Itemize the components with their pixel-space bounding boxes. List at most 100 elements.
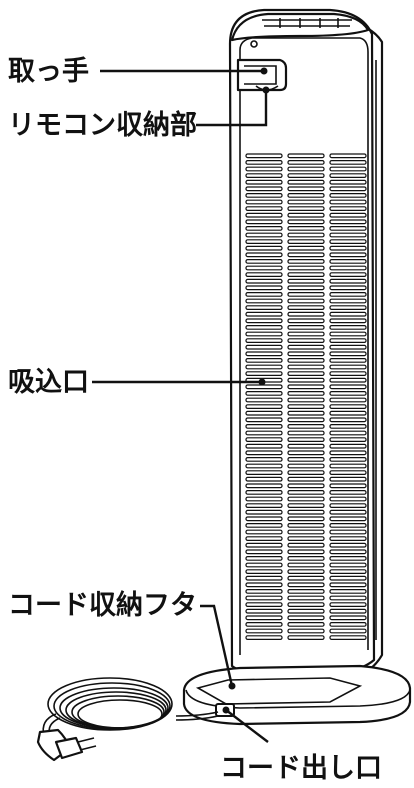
grille-slat (287, 226, 325, 231)
grille-slat (287, 272, 325, 277)
grille-slat (329, 575, 367, 581)
grille-slat (287, 463, 325, 469)
grille-slat (329, 311, 367, 317)
grille-slat (329, 588, 367, 594)
grille-slat (329, 338, 367, 343)
grille-slat (287, 186, 325, 192)
grille-slat (329, 602, 367, 607)
grille-slat (329, 305, 367, 310)
grille-slat (287, 292, 325, 297)
grille-slat (329, 265, 367, 271)
grille-slat (329, 199, 367, 205)
grille-slat (329, 377, 367, 383)
grille-slat (287, 338, 325, 343)
grille-slat (245, 179, 283, 185)
grille-slat (245, 193, 283, 198)
grille-slat (329, 239, 367, 245)
grille-slat (245, 364, 283, 370)
grille-slat (245, 410, 283, 416)
grille-slat (245, 371, 283, 376)
grille-slat (245, 575, 283, 581)
grille-slat (329, 621, 367, 627)
grille-slat (329, 252, 367, 258)
grille-slat (329, 232, 367, 238)
grille-slat (287, 621, 325, 627)
grille-slat (329, 364, 367, 370)
grille-slat (287, 476, 325, 482)
grille-slat (329, 410, 367, 416)
leader-remote-storage (196, 90, 268, 127)
grille-slat (329, 344, 367, 350)
grille-slat (329, 483, 367, 489)
grille-slat (329, 569, 367, 574)
grille-slat (245, 430, 283, 436)
grille-slat (287, 437, 325, 442)
grille-slat (329, 450, 367, 456)
grille-slat (245, 278, 283, 284)
grille-slat (287, 364, 325, 370)
grille-slat (245, 285, 283, 291)
grille-slat (329, 186, 367, 192)
grille-slat (245, 259, 283, 264)
top-control-strip (262, 18, 352, 28)
grille-slat (287, 245, 325, 251)
grille-slat (245, 621, 283, 627)
grille-slat (287, 265, 325, 271)
grille-slat (287, 278, 325, 284)
grille-slat (287, 417, 325, 423)
grille-slat (329, 285, 367, 291)
grille-slat (287, 457, 325, 462)
power-plug-icon (36, 728, 97, 762)
grille-slat (245, 529, 283, 535)
grille-slat (329, 318, 367, 324)
grille-slat (329, 179, 367, 185)
grille-slat (287, 331, 325, 337)
grille-slat (287, 490, 325, 495)
grille-slat (287, 410, 325, 416)
heater-base (182, 664, 412, 726)
grille-slat (287, 516, 325, 522)
grille-slat (287, 153, 325, 159)
grille-slat (245, 490, 283, 495)
grille-slat (287, 384, 325, 390)
label-air-intake: 吸込口 (8, 367, 89, 398)
grille-slat (287, 470, 325, 475)
grille-slat (245, 602, 283, 607)
grille-slat (329, 153, 367, 159)
grille-slat (287, 430, 325, 436)
grille-slat (287, 569, 325, 574)
grille-slat (329, 298, 367, 304)
grille-slat (287, 575, 325, 581)
grille-slat (329, 351, 367, 357)
grille-slat (329, 437, 367, 442)
grille-slat (329, 476, 367, 482)
grille-slat (245, 252, 283, 258)
grille-slat (245, 226, 283, 231)
grille-slat (245, 173, 283, 179)
grille-slat (245, 311, 283, 317)
grille-slat (245, 325, 283, 330)
grille-slat (287, 496, 325, 502)
grille-slat (329, 292, 367, 297)
grille-slat (287, 206, 325, 212)
grille-slat (287, 391, 325, 396)
grille-slat (287, 193, 325, 198)
grille-slat (245, 503, 283, 508)
grille-slat (329, 608, 367, 614)
callout-handle: 取っ手 (8, 56, 268, 87)
grille-slat (287, 450, 325, 456)
grille-slat (245, 628, 283, 634)
grille-slat (245, 397, 283, 403)
grille-slat (287, 173, 325, 179)
leader-handle-dot (260, 67, 268, 75)
grille-slat (245, 391, 283, 396)
grille-slat (245, 219, 283, 225)
grille-slat (329, 259, 367, 264)
grille-slat (329, 397, 367, 403)
grille-slat (329, 496, 367, 502)
callout-cord-outlet: コード出し口 (220, 706, 382, 784)
grille-slat (287, 259, 325, 264)
grille-slat (287, 536, 325, 541)
grille-slat (329, 549, 367, 555)
grille-slat (245, 496, 283, 502)
